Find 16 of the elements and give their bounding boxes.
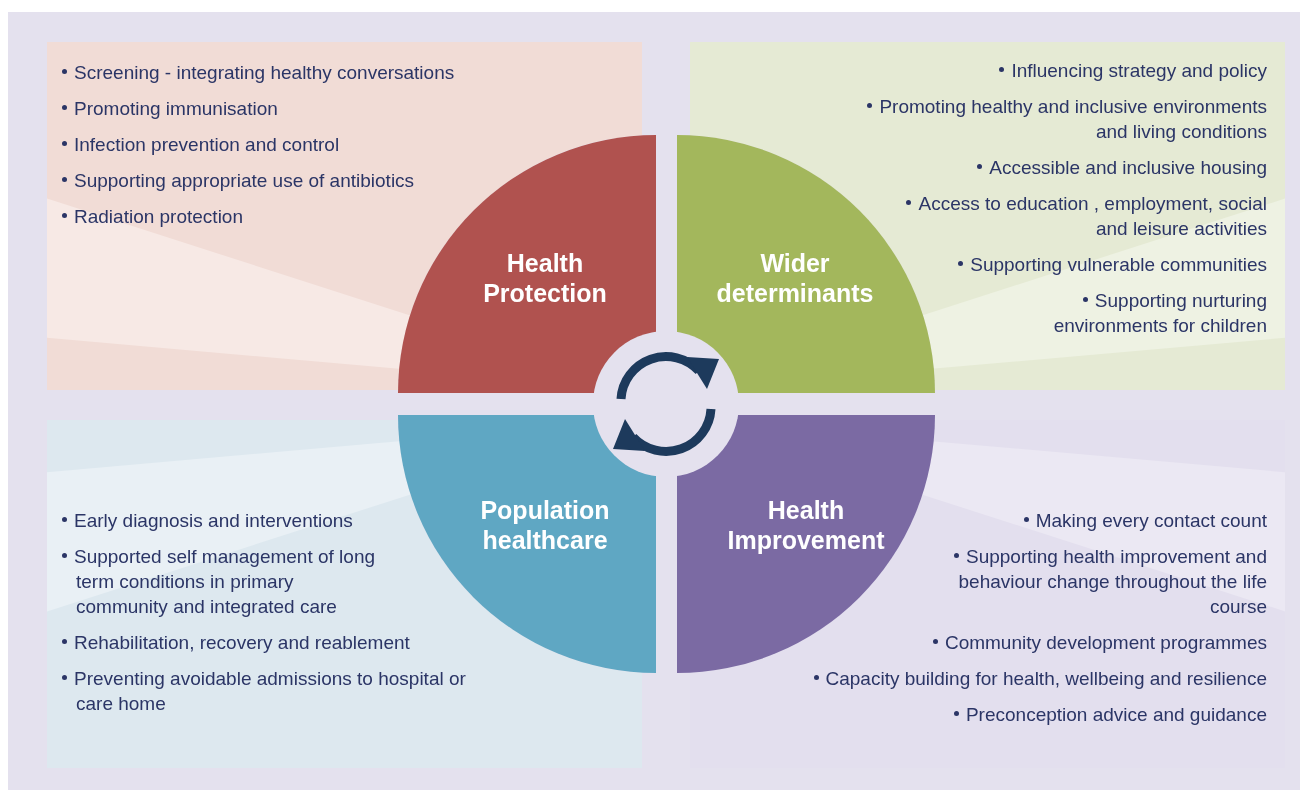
bullet-item: Access to education , employment, social and leisure activities — [888, 191, 1267, 241]
bullet-item: Supported self management of long term conditions in primary community and integrated care — [62, 544, 376, 619]
bullet-item: Capacity building for health, wellbeing and resilience — [747, 666, 1267, 691]
bullet-item: Promoting immunisation — [62, 96, 542, 121]
bullet-item: Screening - integrating healthy conversations — [62, 60, 542, 85]
segment-title: Health Improvement — [726, 495, 886, 555]
bullet-item: Supporting nurturing environments for children — [1052, 289, 1267, 338]
segment-title: Wider determinants — [715, 248, 875, 308]
bullet-item: Preconception advice and guidance — [747, 702, 1267, 727]
bullet-item: Influencing strategy and policy — [747, 58, 1267, 83]
bullet-item: Promoting healthy and inclusive environments and living conditions — [838, 94, 1267, 144]
segment-title: Population healthcare — [479, 495, 611, 555]
segment-title: Health Protection — [482, 248, 608, 308]
bullet-item: Infection prevention and control — [62, 132, 542, 157]
bullet-item: Preventing avoidable admissions to hospital or care home — [62, 666, 476, 716]
bullet-item: Supporting health improvement and behaviour change throughout the life course — [923, 544, 1267, 619]
